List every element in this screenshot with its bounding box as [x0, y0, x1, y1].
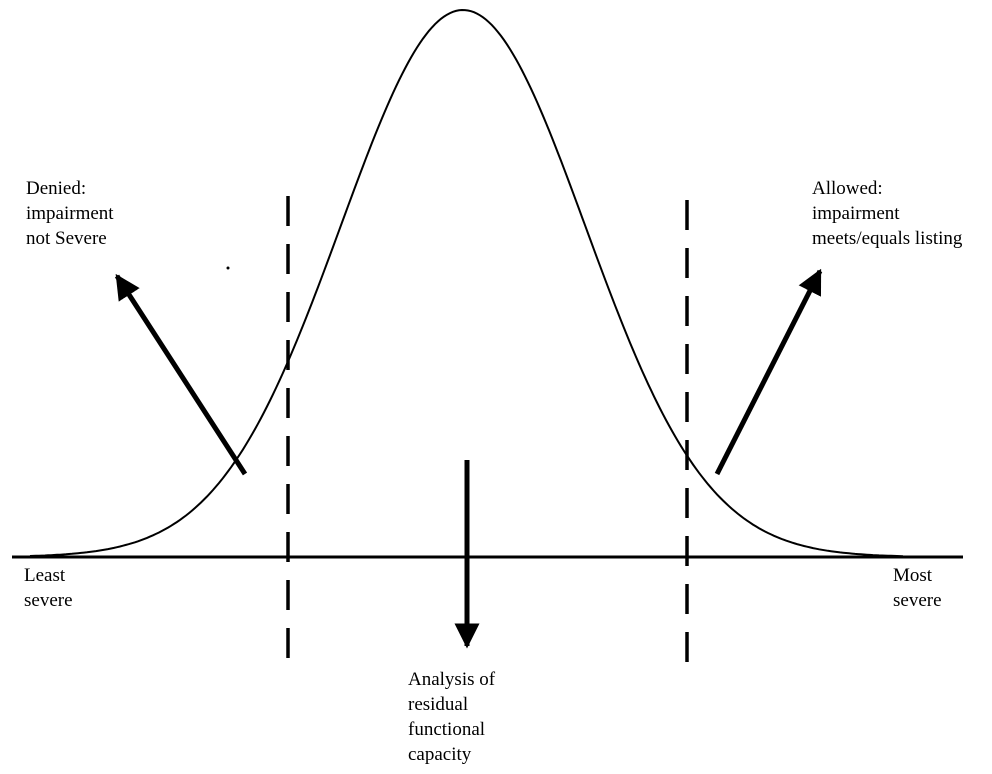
analysis-label-line: capacity — [408, 744, 472, 765]
denied-label-line: impairment — [26, 203, 114, 224]
allowed-label-line: meets/equals listing — [812, 228, 963, 249]
bell-curve — [29, 8, 904, 558]
denied-label-line: Denied: — [26, 178, 87, 199]
stray-dot — [226, 266, 230, 270]
denied-label-line: not Severe — [26, 228, 107, 249]
analysis-label-line: residual — [408, 694, 469, 715]
analysis-label: Analysis of residual functional capacity — [408, 667, 495, 767]
analysis-label-line: functional — [408, 719, 486, 740]
denied-arrow — [114, 273, 248, 476]
most-severe-label-line: severe — [893, 590, 942, 611]
allowed-arrow — [714, 268, 823, 476]
least-severe-label: Least severe — [24, 563, 73, 613]
most-severe-label-line: Most — [893, 565, 933, 586]
allowed-label-line: impairment — [812, 203, 900, 224]
allowed-label: Allowed: impairment meets/equals listing — [812, 176, 962, 251]
least-severe-label-line: Least — [24, 565, 66, 586]
allowed-label-line: Allowed: — [812, 178, 883, 199]
analysis-label-line: Analysis of — [408, 669, 496, 690]
denied-label: Denied: impairment not Severe — [26, 176, 114, 251]
most-severe-label: Most severe — [893, 563, 942, 613]
least-severe-label-line: severe — [24, 590, 73, 611]
